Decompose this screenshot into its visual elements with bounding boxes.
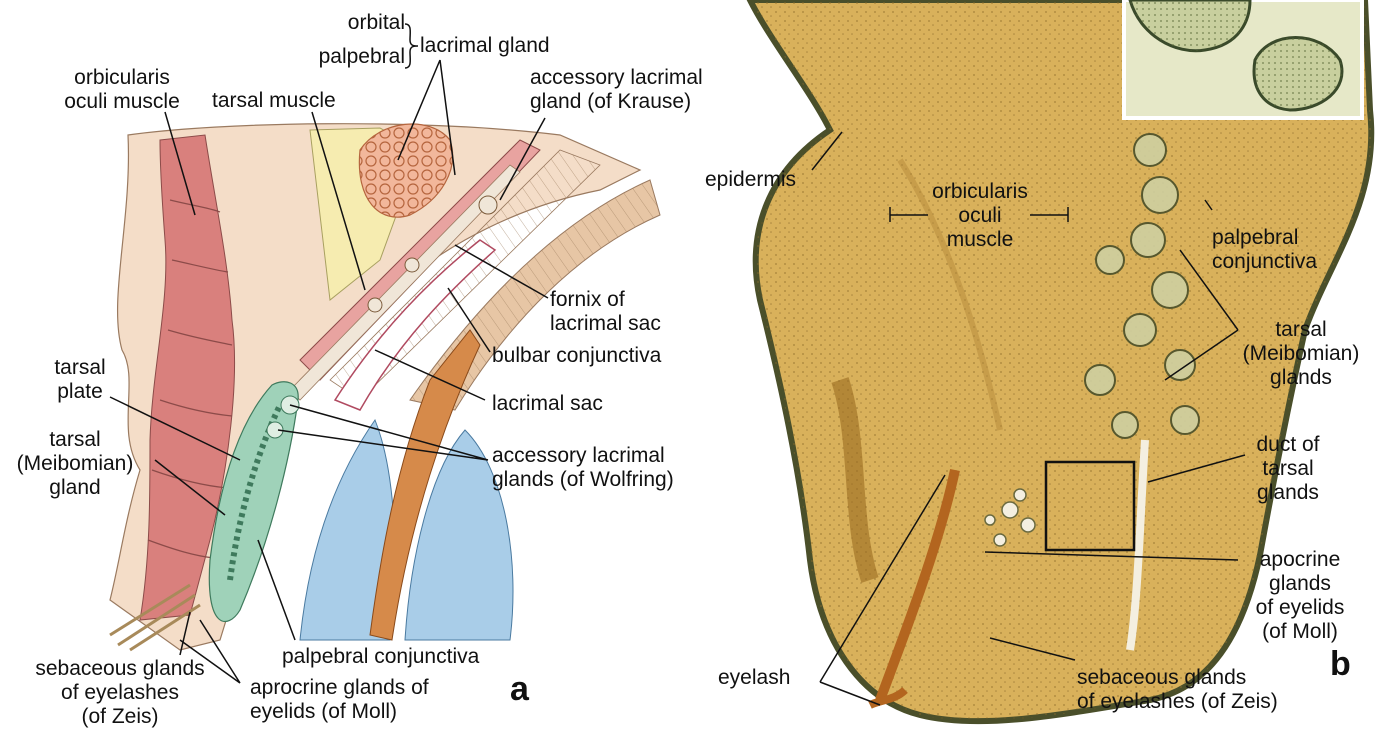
label-epidermis: epidermis — [705, 168, 796, 192]
label-tarsal-glands: tarsal (Meibomian) glands — [1236, 318, 1366, 390]
label-apocrine-moll: apocrine glands of eyelids (of Moll) — [1240, 548, 1360, 644]
label-accessory-krause: accessory lacrimal gland (of Krause) — [530, 66, 703, 114]
label-orbicularis-b: orbicularis oculi muscle — [925, 180, 1035, 252]
label-palpebral: palpebral — [300, 45, 405, 69]
label-sebaceous-zeis-a: sebaceous glands of eyelashes (of Zeis) — [10, 657, 230, 729]
label-duct: duct of tarsal glands — [1238, 433, 1338, 505]
panel-letter-b: b — [1330, 645, 1351, 684]
label-aprocrine-moll: aprocrine glands of eyelids (of Moll) — [250, 676, 429, 724]
label-orbital: orbital — [325, 11, 405, 35]
panel-letter-a: a — [510, 670, 529, 709]
label-tarsal-plate: tarsal plate — [45, 356, 115, 404]
label-palpebral-conjunctiva-b: palpebral conjunctiva — [1212, 226, 1317, 274]
label-eyelash: eyelash — [718, 666, 790, 690]
label-lacrimal-gland: lacrimal gland — [420, 34, 550, 58]
panel-a-drawing — [110, 124, 660, 650]
label-orbicularis-a: orbicularis oculi muscle — [37, 66, 207, 114]
label-lacrimal-sac: lacrimal sac — [492, 392, 603, 416]
label-fornix: fornix of lacrimal sac — [550, 288, 661, 336]
label-tarsal-muscle: tarsal muscle — [212, 89, 336, 113]
label-accessory-wolfring: accessory lacrimal glands (of Wolfring) — [492, 444, 674, 492]
label-palpebral-conjunctiva-a: palpebral conjunctiva — [282, 645, 479, 669]
label-bulbar-conjunctiva: bulbar conjunctiva — [492, 344, 661, 368]
label-tarsal-meibomian-gland: tarsal (Meibomian) gland — [10, 428, 140, 500]
label-sebaceous-zeis-b: sebaceous glands of eyelashes (of Zeis) — [1077, 666, 1278, 714]
